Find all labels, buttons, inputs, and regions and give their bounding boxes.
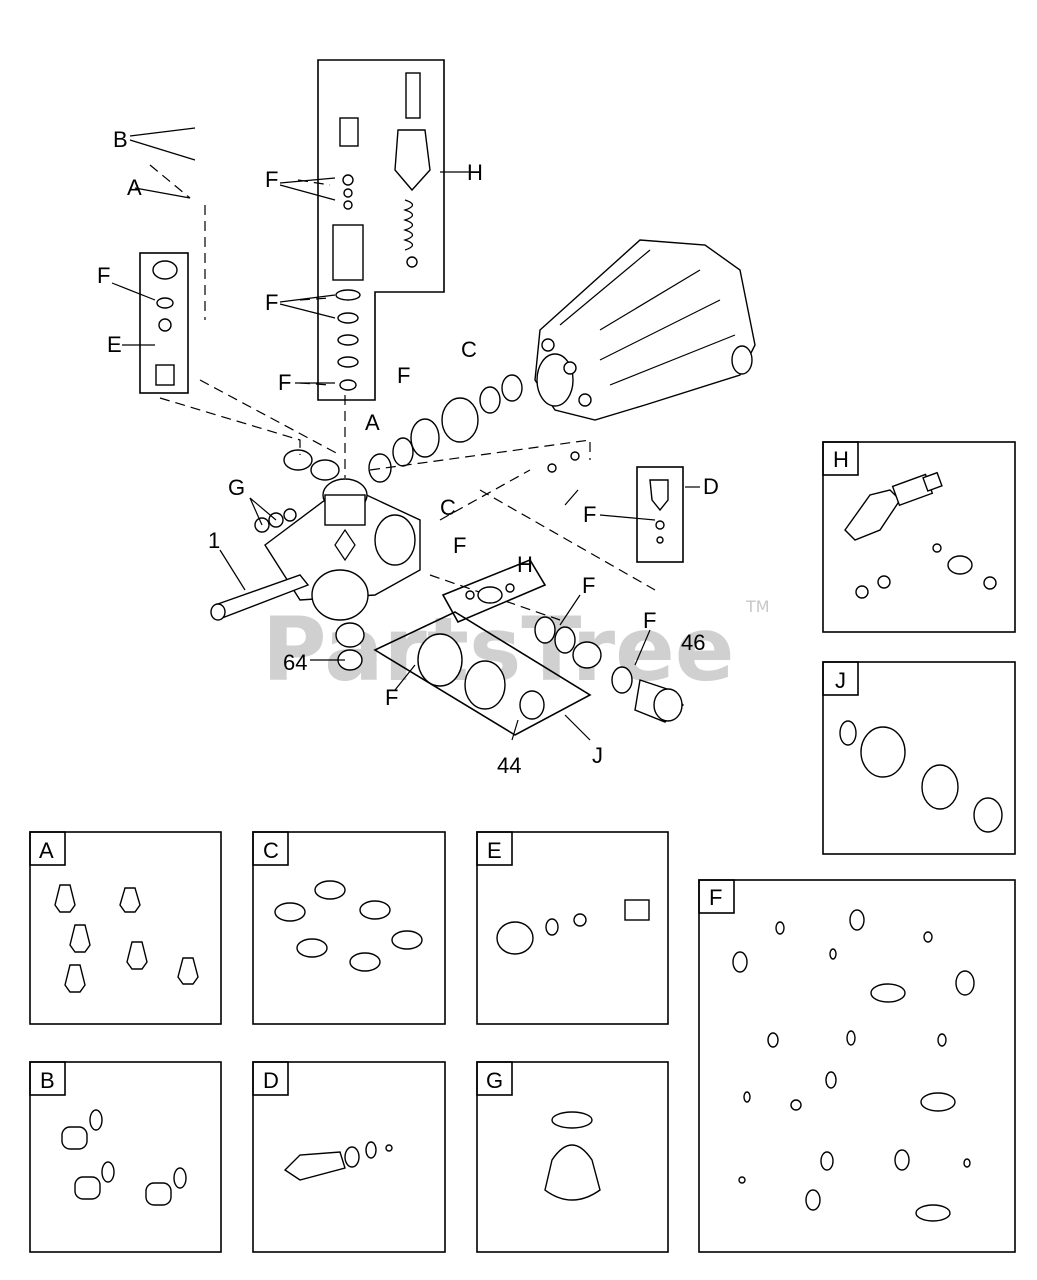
callout-f-r2: F — [643, 608, 656, 633]
callout-c-mid: C — [440, 495, 456, 520]
frame-h-assembly — [317, 59, 445, 401]
kit-box-f: F — [698, 879, 1016, 1253]
callout-f-hsmall: F — [453, 533, 466, 558]
kit-label-a: A — [39, 838, 54, 863]
frame-j-small — [373, 611, 592, 736]
callout-f-h1: F — [265, 167, 278, 192]
kit-label-b: B — [40, 1068, 55, 1093]
kit-label-j: J — [835, 668, 846, 693]
callout-e: E — [107, 332, 122, 357]
pump-manifold — [210, 374, 580, 671]
callout-f-h3: F — [278, 370, 291, 395]
callout-b: B — [113, 127, 128, 152]
callout-64: 64 — [283, 650, 307, 675]
callout-h-small: H — [517, 552, 533, 577]
frame-d-assembly — [636, 466, 684, 563]
kit-box-a: A — [29, 831, 222, 1025]
kit-box-d: D — [252, 1061, 446, 1253]
kit-label-g: G — [486, 1068, 503, 1093]
kit-label-c: C — [263, 838, 279, 863]
callout-f-d: F — [583, 502, 596, 527]
callout-f-r1: F — [582, 573, 595, 598]
kit-label-d: D — [263, 1068, 279, 1093]
callout-1: 1 — [208, 528, 220, 553]
kit-box-e: E — [476, 831, 669, 1025]
callout-labels: B A F E F F F H C F A C G 1 D F F H F F … — [97, 127, 719, 778]
callout-a-mid: A — [365, 410, 380, 435]
kit-box-j: J — [822, 661, 1016, 855]
callout-f-j: F — [385, 685, 398, 710]
callout-f-mid: F — [397, 363, 410, 388]
kit-box-h: H — [822, 441, 1016, 633]
kit-label-f: F — [709, 885, 722, 910]
frame-e-assembly — [139, 252, 189, 394]
callout-d: D — [703, 474, 719, 499]
kit-box-g: G — [476, 1061, 669, 1253]
callout-h-top: H — [467, 160, 483, 185]
outlet-parts — [534, 616, 684, 723]
kit-label-h: H — [833, 447, 849, 472]
callout-f-h2: F — [265, 290, 278, 315]
callout-c-top: C — [461, 337, 477, 362]
callout-44: 44 — [497, 753, 521, 778]
callout-a-top: A — [127, 175, 142, 200]
kit-label-e: E — [487, 838, 502, 863]
callout-46: 46 — [681, 630, 705, 655]
kit-box-c: C — [252, 831, 446, 1025]
callout-g: G — [228, 475, 245, 500]
callout-f-e: F — [97, 263, 110, 288]
kit-box-b: B — [29, 1061, 222, 1253]
pump-crankcase — [534, 239, 756, 421]
callout-j: J — [592, 743, 603, 768]
watermark-trademark: TM — [745, 597, 770, 616]
